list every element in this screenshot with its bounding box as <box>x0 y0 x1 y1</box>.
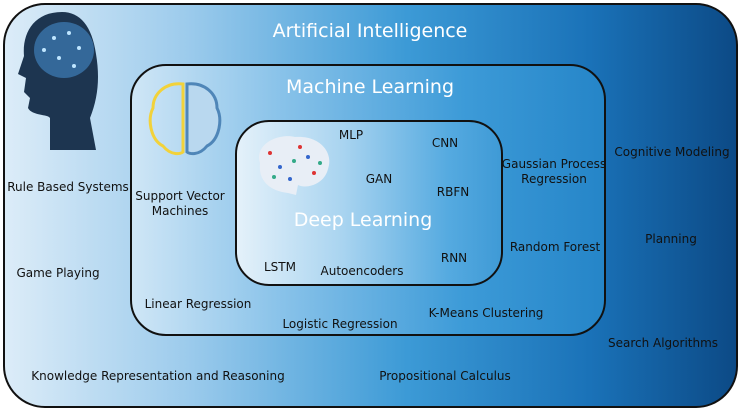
ml-item: Linear Regression <box>144 297 252 311</box>
ml-title: Machine Learning <box>285 76 455 98</box>
dl-item: CNN <box>431 136 459 150</box>
brain-halves-icon <box>148 82 222 156</box>
head-icon <box>18 12 98 150</box>
ai-item: Knowledge Representation and Reasoning <box>31 369 285 383</box>
dl-item: Autoencoders <box>320 264 404 278</box>
dl-item: LSTM <box>264 260 296 274</box>
ai-item: Search Algorithms <box>607 336 719 350</box>
ai-title: Artificial Intelligence <box>272 20 468 42</box>
ml-item: Gaussian Process Regression <box>501 157 607 186</box>
dl-title: Deep Learning <box>293 209 433 231</box>
dl-item: MLP <box>338 128 364 142</box>
ai-item: Game Playing <box>16 266 100 280</box>
ai-item: Planning <box>645 232 697 246</box>
ai-item: Rule Based Systems <box>7 180 129 194</box>
ml-item: K-Means Clustering <box>428 306 544 320</box>
dl-item: GAN <box>365 172 393 186</box>
neural-brain-icon <box>259 136 330 195</box>
ml-item: Random Forest <box>509 240 601 254</box>
ml-item: Support Vector Machines <box>135 189 225 218</box>
dl-item: RNN <box>440 251 468 265</box>
ai-item: Cognitive Modeling <box>614 145 730 159</box>
dl-item: RBFN <box>436 185 470 199</box>
ml-item: Logistic Regression <box>282 317 398 331</box>
ai-item: Propositional Calculus <box>379 369 511 383</box>
